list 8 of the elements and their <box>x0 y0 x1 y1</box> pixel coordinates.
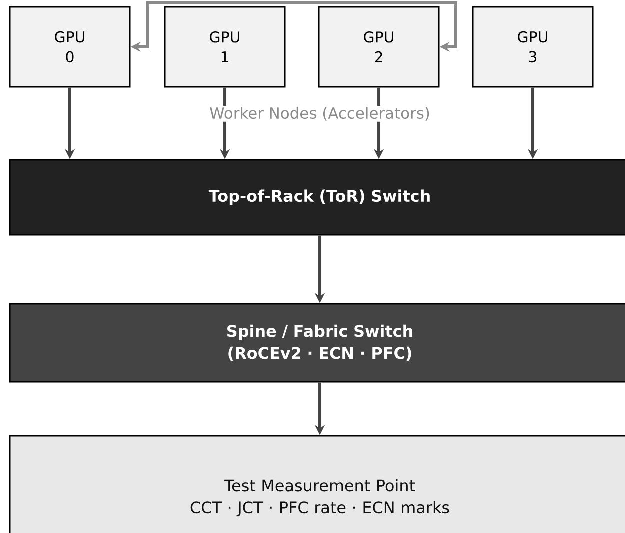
measurement-box: Test Measurement Point CCT · JCT · PFC rate · ECN marks <box>9 435 625 533</box>
gpu-box: GPU 3 <box>472 6 594 88</box>
caption-text: Worker Nodes (Accelerators) <box>208 106 432 122</box>
gpu-box: GPU 1 <box>164 6 286 88</box>
gpu-box: GPU 2 <box>318 6 440 88</box>
switch-box: Top-of-Rack (ToR) Switch <box>9 159 625 236</box>
switch-box: Spine / Fabric Switch (RoCEv2 · ECN · PFC) <box>9 303 625 383</box>
gpu-box: GPU 0 <box>9 6 131 88</box>
